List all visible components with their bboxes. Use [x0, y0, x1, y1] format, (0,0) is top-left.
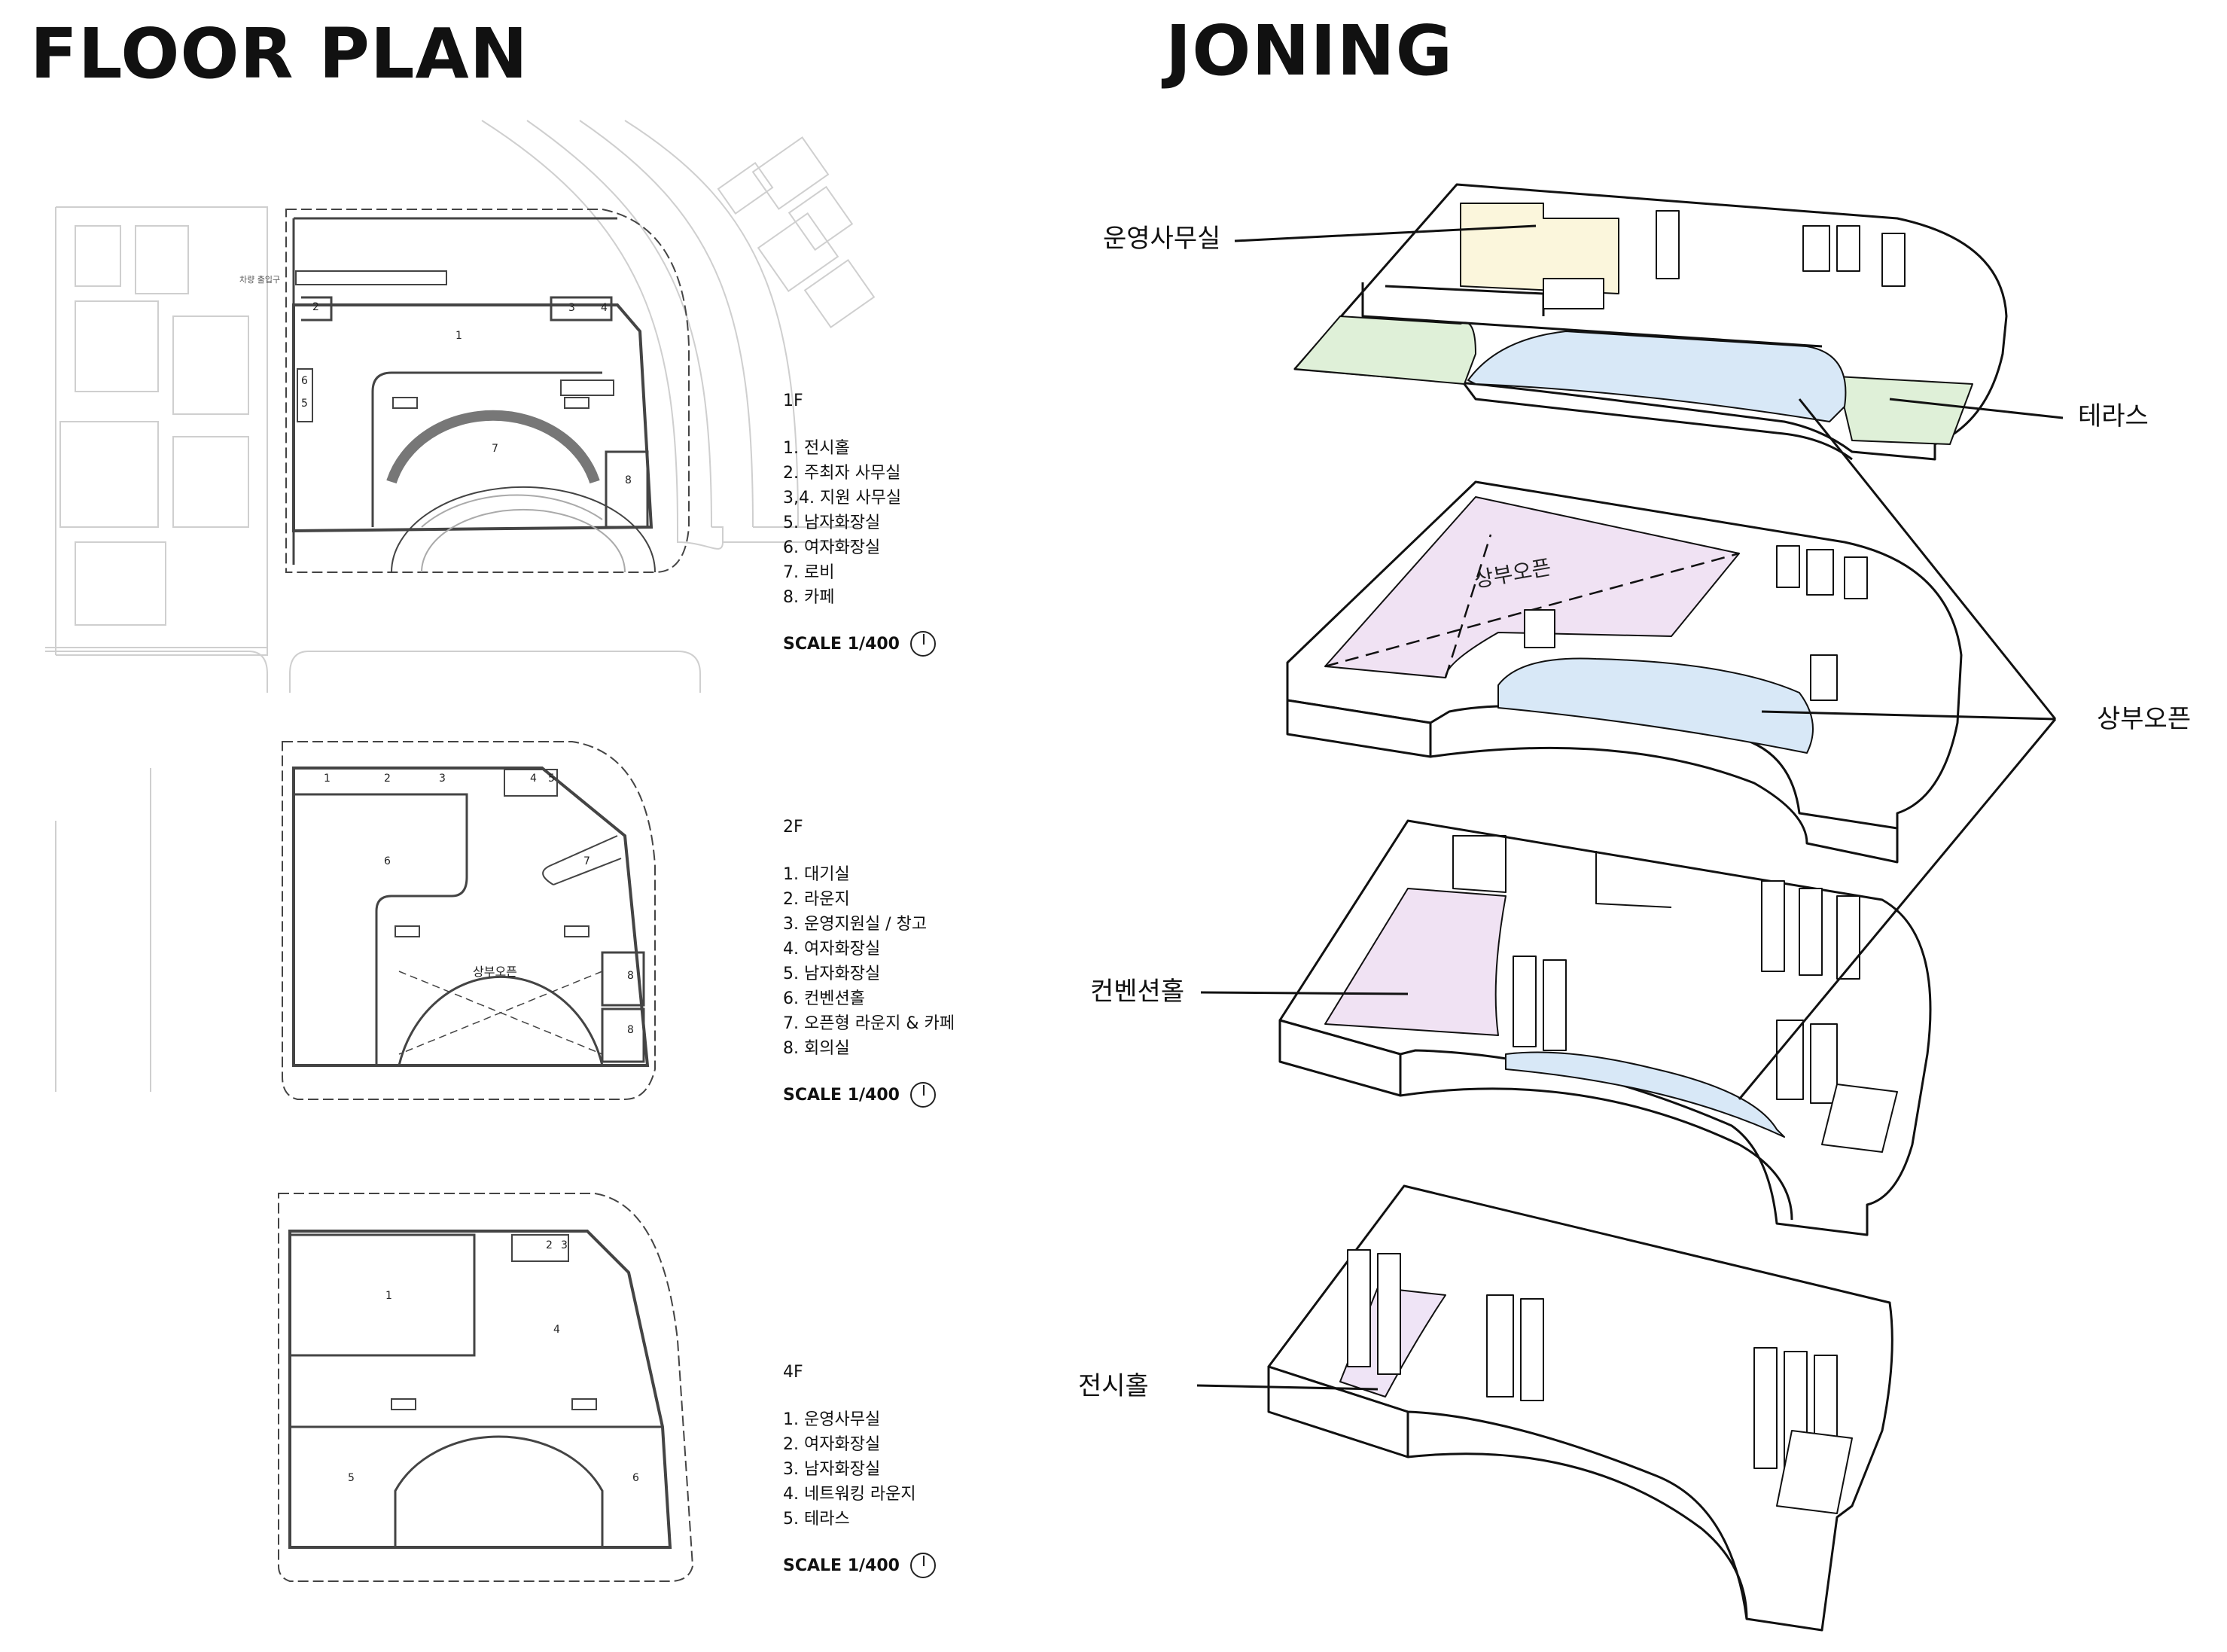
terrace-zone-left — [1294, 315, 1476, 385]
room-number-label: 8 — [627, 970, 634, 982]
void-2f — [1505, 1051, 1785, 1138]
legend-item: 3. 운영지원실 / 창고 — [783, 915, 928, 934]
site-context — [45, 120, 876, 1092]
legend-item: 4. 여자화장실 — [783, 940, 881, 959]
scale-bar: SCALE 1/400 — [783, 1553, 936, 1578]
room-number-label: 7 — [583, 855, 590, 867]
north-arrow-icon — [910, 1553, 936, 1578]
callout-exhibition: 전시홀 — [1078, 1371, 1149, 1401]
legend-item: 3. 남자화장실 — [783, 1460, 881, 1479]
floor-label: 2F — [783, 818, 803, 837]
room-number-label: 4 — [530, 773, 537, 785]
room-number-label: 3 — [568, 302, 575, 314]
site-entrance-label: 차량 출입구 — [239, 275, 280, 285]
legend-item: 8. 카페 — [783, 588, 835, 607]
room-number-label: 3 — [561, 1239, 568, 1251]
scale-bar: SCALE 1/400 — [783, 1082, 955, 1108]
legend-item: 6. 컨벤션홀 — [783, 989, 865, 1008]
plan-2f — [282, 741, 656, 1100]
room-number-label: 6 — [632, 1472, 639, 1484]
legend-item: 3,4. 지원 사무실 — [783, 489, 902, 507]
legend-item: 5. 남자화장실 — [783, 514, 881, 532]
legend-item: 8. 회의실 — [783, 1039, 850, 1058]
legend-item: 2. 여자화장실 — [783, 1435, 881, 1454]
room-number-label: 5 — [548, 773, 555, 785]
iso-level-4f — [1293, 183, 2008, 461]
terrace-zone-right — [1836, 376, 1973, 445]
callout-terrace: 테라스 — [2078, 401, 2149, 431]
iso-level-3f — [1286, 480, 1963, 864]
legend-item: 1. 운영사무실 — [783, 1410, 881, 1429]
room-number-label: 2 — [312, 301, 319, 313]
void-3f — [1497, 657, 1814, 754]
scale-text: SCALE 1/400 — [783, 1085, 900, 1105]
office-zone — [1460, 203, 1619, 294]
iso-level-2f — [1278, 819, 1932, 1236]
leader-lines — [1196, 224, 2064, 1391]
legend-item: 5. 남자화장실 — [783, 965, 881, 983]
void-4f — [1467, 331, 1847, 422]
legend-item: 7. 로비 — [783, 563, 835, 582]
room-number-label: 6 — [384, 855, 391, 867]
convention-zone — [1324, 888, 1506, 1036]
room-number-label: 4 — [553, 1324, 560, 1336]
scale-bar: SCALE 1/400 — [783, 631, 936, 657]
room-number-label: 8 — [627, 1024, 634, 1036]
floor-label: 1F — [783, 392, 803, 410]
room-number-label: 1 — [455, 330, 462, 342]
legend-item: 2. 주최자 사무실 — [783, 464, 901, 483]
legend-item: 6. 여자화장실 — [783, 538, 881, 557]
legend-item: 1. 전시홀 — [783, 439, 850, 458]
zoning-title: JONING — [1165, 11, 1454, 91]
room-number-label: 1 — [324, 773, 331, 785]
legend-1f: 1F 1. 전시홀 2. 주최자 사무실 3,4. 지원 사무실 5. 남자화장… — [783, 389, 936, 657]
room-number-label: 4 — [601, 302, 608, 314]
callout-office: 운영사무실 — [1103, 224, 1221, 254]
callout-void: 상부오픈 — [2097, 704, 2192, 734]
floor-label: 4F — [783, 1363, 803, 1382]
north-arrow-icon — [910, 1082, 936, 1108]
room-number-label: 5 — [301, 398, 308, 410]
floor-plan-title: FLOOR PLAN — [30, 14, 529, 94]
plan-4f — [278, 1193, 694, 1582]
room-number-label: 7 — [492, 443, 498, 455]
scale-text: SCALE 1/400 — [783, 634, 900, 654]
room-number-label: 2 — [384, 773, 391, 785]
legend-item: 1. 대기실 — [783, 865, 850, 884]
legend-item: 5. 테라스 — [783, 1510, 850, 1529]
callout-convention: 컨벤션홀 — [1090, 977, 1185, 1007]
scale-text: SCALE 1/400 — [783, 1556, 900, 1575]
room-number-label: 3 — [439, 773, 446, 785]
legend-2f: 2F 1. 대기실 2. 라운지 3. 운영지원실 / 창고 4. 여자화장실 … — [783, 815, 955, 1108]
plan-1f — [285, 209, 690, 573]
void-label-2f-plan: 상부오픈 — [473, 965, 517, 979]
room-number-label: 8 — [625, 474, 632, 486]
room-number-label: 2 — [546, 1239, 553, 1251]
legend-item: 4. 네트워킹 라운지 — [783, 1485, 916, 1504]
room-number-label: 1 — [385, 1290, 392, 1302]
room-number-label: 6 — [301, 375, 308, 387]
legend-4f: 4F 1. 운영사무실 2. 여자화장실 3. 남자화장실 4. 네트워킹 라운… — [783, 1360, 936, 1578]
legend-item: 2. 라운지 — [783, 890, 850, 909]
room-number-label: 5 — [348, 1472, 355, 1484]
north-arrow-icon — [910, 631, 936, 657]
iso-level-1f — [1267, 1184, 1893, 1632]
legend-item: 7. 오픈형 라운지 & 카페 — [783, 1014, 955, 1033]
